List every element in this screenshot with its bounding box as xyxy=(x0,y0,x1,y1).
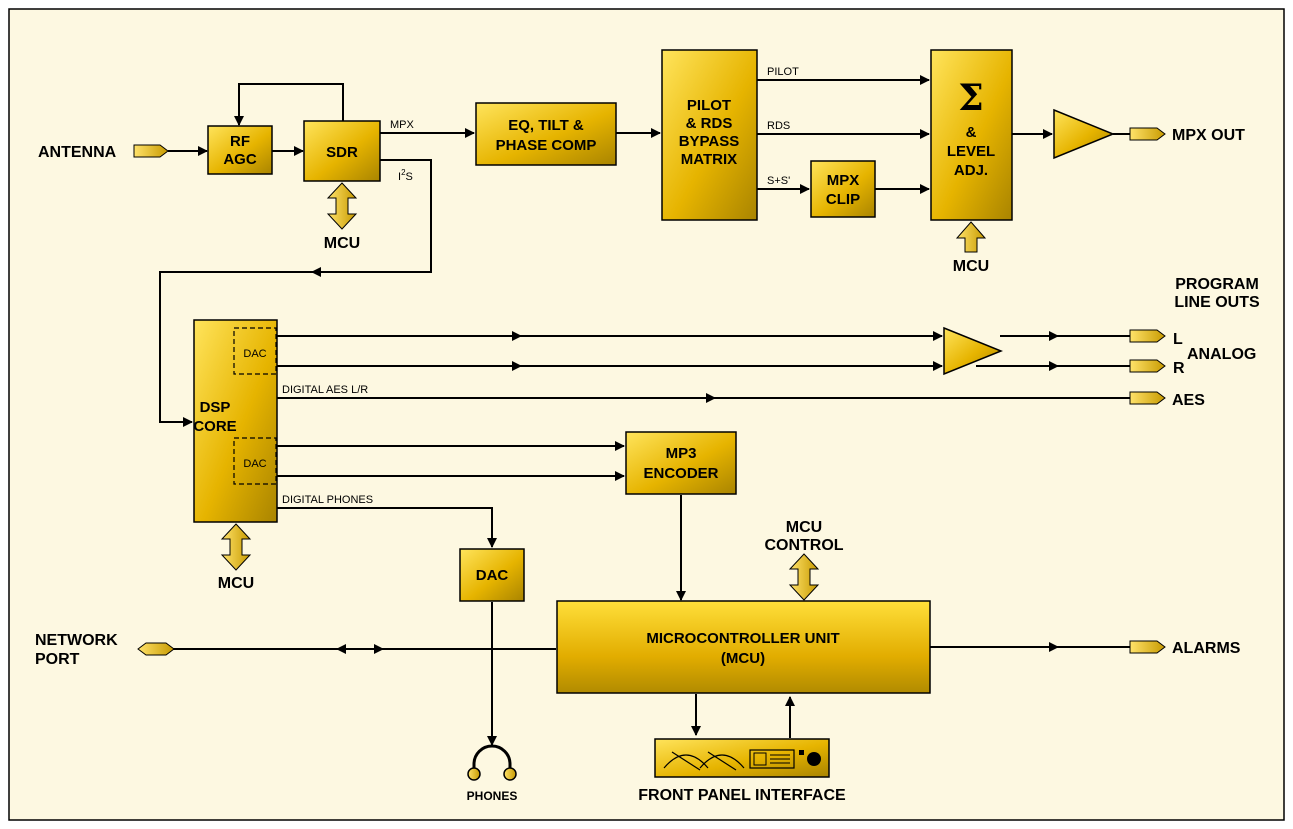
mcu-arrow-control xyxy=(788,553,820,601)
block-mpx-clip-line2: CLIP xyxy=(826,191,860,208)
dac-inner-top-frame xyxy=(233,327,277,375)
label-mcu-control-2: CONTROL xyxy=(764,537,843,554)
label-network-2: PORT xyxy=(35,651,80,668)
mcu-arrow-dsp xyxy=(220,523,252,571)
block-mp3-encoder xyxy=(625,431,737,495)
signal-digital-aes: DIGITAL AES L/R xyxy=(282,384,368,396)
block-eq-line2: PHASE COMP xyxy=(496,137,597,154)
block-dac-label: DAC xyxy=(476,567,509,584)
signal-ss: S+S' xyxy=(767,175,790,187)
label-analog: ANALOG xyxy=(1187,346,1256,363)
signal-pilot: PILOT xyxy=(767,66,799,78)
front-panel-icon xyxy=(654,738,830,778)
label-network-1: NETWORK xyxy=(35,632,118,649)
block-mpx-clip-line1: MPX xyxy=(827,172,860,189)
block-mpx-clip xyxy=(810,160,876,218)
mcu-arrow-sum xyxy=(955,221,987,253)
mcu-arrow-sdr xyxy=(326,182,358,230)
block-mcu-line2: (MCU) xyxy=(721,650,765,667)
label-mcu-sum: MCU xyxy=(953,258,989,275)
connector-aes xyxy=(1129,391,1166,405)
block-sum-line3: ADJ. xyxy=(954,162,988,179)
block-sdr xyxy=(303,120,381,182)
signal-digital-phones: DIGITAL PHONES xyxy=(282,494,373,506)
connector-network xyxy=(137,642,175,656)
block-pilot-matrix-line2: & RDS xyxy=(686,115,733,132)
block-mp3-line2: ENCODER xyxy=(643,465,718,482)
block-eq-line1: EQ, TILT & xyxy=(508,117,584,134)
label-out-r: R xyxy=(1173,360,1185,377)
amp-mpx-out xyxy=(1053,108,1115,160)
block-sum-level xyxy=(930,49,1013,221)
connector-out-l xyxy=(1129,329,1166,343)
signal-i2s: I2S xyxy=(398,168,413,183)
label-mpx-out: MPX OUT xyxy=(1172,127,1245,144)
block-rf-agc xyxy=(207,125,273,175)
label-mcu-sdr: MCU xyxy=(324,235,360,252)
label-mcu-dsp: MCU xyxy=(218,575,254,592)
label-aes: AES xyxy=(1172,392,1205,409)
sum-symbol: Σ xyxy=(958,77,983,119)
connector-alarms xyxy=(1129,640,1166,654)
block-pilot-matrix-line4: MATRIX xyxy=(681,151,737,168)
block-dsp-core xyxy=(193,319,278,523)
block-sum-line1: & xyxy=(966,124,977,141)
dac-inner-bottom-label: DAC xyxy=(243,458,266,470)
block-sum-line2: LEVEL xyxy=(947,143,995,160)
label-out-l: L xyxy=(1173,331,1183,348)
line-phones-dac xyxy=(277,507,497,548)
label-mcu-control-1: MCU xyxy=(786,519,822,536)
block-dsp-line2: CORE xyxy=(193,418,236,435)
block-sdr-label: SDR xyxy=(326,144,358,161)
amp-analog-out xyxy=(943,326,1004,376)
block-rf-agc-line1: RF xyxy=(230,133,250,150)
label-antenna: ANTENNA xyxy=(38,144,117,161)
signal-rds: RDS xyxy=(767,120,790,132)
connector-mpx-out xyxy=(1129,127,1166,141)
dac-inner-bottom-frame xyxy=(233,437,277,485)
block-mcu-main xyxy=(556,600,931,694)
line-i2s-dsp xyxy=(159,159,432,427)
block-rf-agc-line2: AGC xyxy=(223,151,257,168)
block-eq xyxy=(475,102,617,166)
signal-mpx: MPX xyxy=(390,119,415,131)
block-pilot-matrix-line1: PILOT xyxy=(687,97,731,114)
block-mcu-line1: MICROCONTROLLER UNIT xyxy=(646,630,839,647)
block-pilot-matrix xyxy=(661,49,758,221)
label-phones: PHONES xyxy=(467,789,518,803)
label-program-1: PROGRAM xyxy=(1175,276,1259,293)
dac-inner-top-label: DAC xyxy=(243,348,266,360)
block-dsp-line1: DSP xyxy=(200,399,231,416)
connector-out-r xyxy=(1129,359,1166,373)
label-front-panel: FRONT PANEL INTERFACE xyxy=(638,787,846,804)
network-bidir-arrow xyxy=(336,644,384,654)
block-pilot-matrix-line3: BYPASS xyxy=(679,133,740,150)
line-agc-feedback xyxy=(234,83,344,126)
label-alarms: ALARMS xyxy=(1172,640,1241,657)
block-dac xyxy=(459,548,525,602)
headphones-icon xyxy=(467,744,517,781)
label-program-2: LINE OUTS xyxy=(1174,294,1260,311)
block-mp3-line1: MP3 xyxy=(666,445,697,462)
connector-antenna xyxy=(133,144,169,158)
